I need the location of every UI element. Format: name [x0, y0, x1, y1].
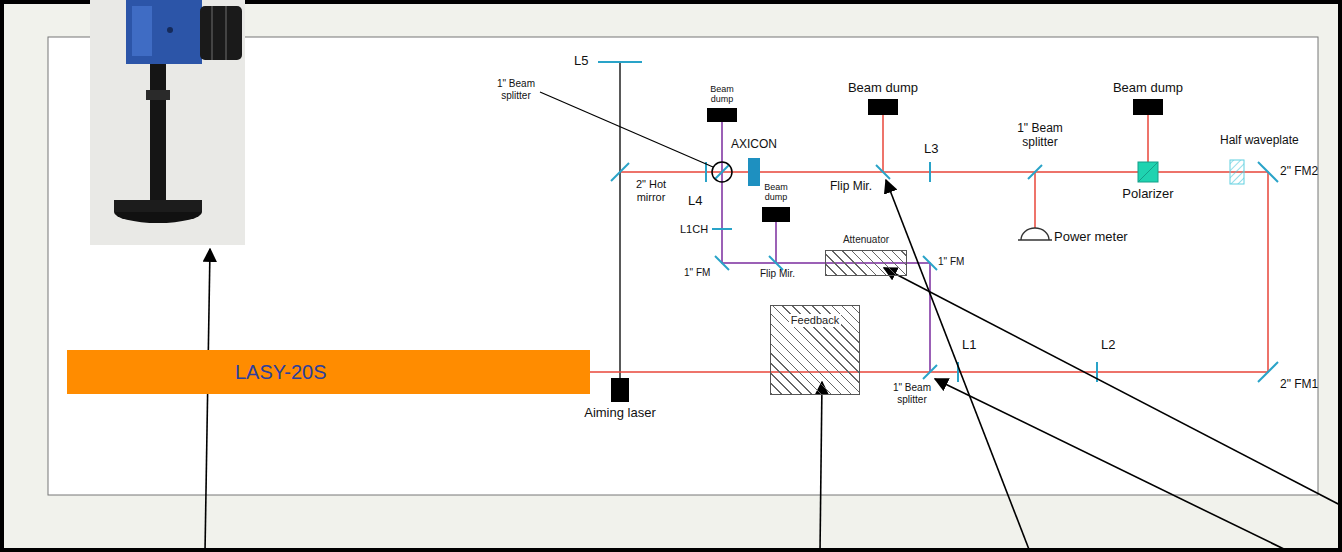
aiming-beam	[619, 62, 621, 378]
part-label: 2" Hot mirror	[630, 178, 672, 203]
part-label: 1" Beam splitter	[1010, 122, 1070, 150]
beam-splitter-symbol	[715, 165, 729, 179]
pointer-arrow	[935, 379, 1290, 552]
power-meter-symbol	[1021, 228, 1049, 240]
post-clamp	[146, 90, 170, 100]
leader-line	[540, 92, 713, 167]
beam-splitter-symbol	[1028, 165, 1042, 179]
camera-screw	[167, 27, 173, 33]
part-label: Beam dump	[760, 182, 792, 203]
part-label: 2" FM2	[1280, 165, 1318, 179]
aiming-laser-block	[611, 378, 629, 402]
power-meter-symbol	[1018, 239, 1052, 241]
laser-source-bar: LASY-20S	[67, 350, 590, 394]
part-label: L1	[962, 338, 976, 353]
mirror-symbol	[1258, 162, 1278, 182]
part-label: Flip Mir.	[760, 268, 795, 280]
part-label: 2" FM1	[1280, 378, 1318, 392]
post	[150, 64, 166, 202]
lens-ring	[225, 6, 227, 60]
part-label: Beam dump	[706, 84, 738, 105]
mirror-symbol	[769, 256, 783, 270]
sample-beam	[775, 222, 777, 263]
waveplate-symbol	[1230, 160, 1244, 184]
lens-symbol	[598, 61, 642, 63]
post-base	[114, 200, 202, 212]
mirror-symbol	[876, 165, 890, 179]
beam-dump-block	[868, 99, 898, 115]
pointer-arrow	[886, 180, 1030, 552]
beam-dump-block	[707, 108, 737, 122]
camera-lens	[200, 6, 242, 60]
part-label: Power meter	[1054, 230, 1128, 245]
camera-highlight	[132, 6, 152, 56]
part-label: L1CH	[680, 223, 708, 236]
post-base	[114, 201, 202, 223]
lens-symbol	[712, 228, 732, 230]
beam-connector	[590, 371, 770, 373]
highlight-circle	[712, 162, 732, 182]
part-label: Aiming laser	[584, 406, 656, 421]
beam-splitter-symbol	[923, 365, 937, 379]
photo-ground	[90, 0, 245, 245]
part-label: Polarizer	[1122, 187, 1173, 202]
mirror-symbol	[715, 256, 729, 270]
part-label: AXICON	[731, 138, 777, 152]
pointer-arrow	[205, 249, 210, 552]
mirror-symbol	[611, 163, 629, 181]
part-label: L3	[924, 142, 938, 157]
part-label: 1" FM	[684, 267, 710, 279]
camera-body	[126, 0, 202, 64]
lens-symbol	[929, 162, 931, 182]
feedback-box: Feedback	[770, 305, 860, 395]
beam-dump-block	[1133, 99, 1163, 115]
attenuator-box: Attenuator	[825, 234, 907, 276]
polarizer-cube	[1138, 162, 1158, 182]
part-label: Beam dump	[1113, 81, 1183, 96]
part-label: L4	[688, 194, 702, 209]
lens-symbol	[705, 162, 707, 182]
node-title: LASY-20S	[235, 361, 327, 384]
part-label: Beam dump	[848, 81, 918, 96]
mirror-symbol	[1258, 362, 1278, 382]
part-label: 1" Beam splitter	[494, 78, 538, 101]
axicon-symbol	[748, 158, 760, 186]
laser-beam	[1034, 172, 1036, 228]
part-label: 1" FM	[938, 256, 964, 268]
part-label: 1" Beam splitter	[890, 382, 934, 405]
attenuator-hatch	[825, 250, 907, 276]
lens-ring	[211, 6, 213, 60]
node-title: Attenuator	[843, 234, 889, 246]
beam-dump-block	[762, 207, 790, 222]
mirror-symbol	[923, 256, 937, 270]
part-label: L5	[574, 54, 588, 69]
part-label: Flip Mir.	[830, 180, 872, 194]
polarizer-cube	[1138, 162, 1158, 182]
part-label: L2	[1101, 338, 1115, 353]
part-label: Half waveplate	[1220, 134, 1299, 148]
laser-beam	[620, 172, 1268, 372]
laser-beam	[882, 115, 884, 172]
node-title: Feedback	[789, 314, 841, 327]
pointer-arrow	[820, 382, 822, 552]
